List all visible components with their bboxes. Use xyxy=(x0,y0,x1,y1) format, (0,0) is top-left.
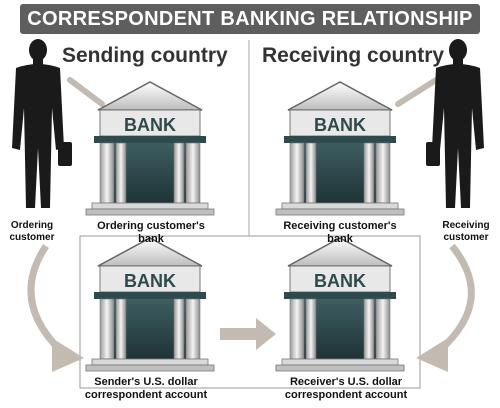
diagram-title: CORRESPONDENT BANKING RELATIONSHIP xyxy=(20,4,480,34)
receiving-customer-label: Receiving customer xyxy=(442,220,490,243)
receiving-customer-bank-icon xyxy=(275,81,405,216)
bank-label-3: BANK xyxy=(124,271,176,291)
sending-country-heading: Sending country xyxy=(62,44,228,67)
flow-arrow-middle xyxy=(220,328,258,340)
flow-arrow-down-left xyxy=(27,244,63,353)
ordering-customer-person-icon xyxy=(12,39,72,208)
correspondent-box xyxy=(79,235,421,389)
receiver-account-line2: correspondent account xyxy=(284,388,408,401)
receiver-correspondent-bank-icon xyxy=(275,237,405,372)
receiver-account-line1: Receiver's U.S. dollar xyxy=(289,376,403,388)
receiving-country-heading: Receiving country xyxy=(262,44,445,67)
bank-label-1: BANK xyxy=(124,115,176,135)
bank-label-2: BANK xyxy=(314,115,366,135)
bank-label-4: BANK xyxy=(314,271,366,291)
sender-account-caption: Sender's U.S. dollar correspondent accou… xyxy=(76,376,216,401)
receiver-account-caption: Receiver's U.S. dollar correspondent acc… xyxy=(276,376,416,401)
receiving-bank-caption: Receiving customer's bank xyxy=(283,220,397,245)
receiving-customer-person-icon xyxy=(426,39,484,208)
flow-arrowhead-left xyxy=(52,338,84,372)
ordering-customer-bank-icon xyxy=(85,81,215,216)
sending-pointer xyxy=(67,77,105,107)
flow-arrowhead-middle xyxy=(256,318,276,350)
sender-correspondent-bank-icon xyxy=(85,237,215,372)
ordering-customer-label: Ordering customer xyxy=(9,220,55,243)
sender-account-line1: Sender's U.S. dollar xyxy=(94,376,198,388)
ordering-bank-caption: Ordering customer's bank xyxy=(97,220,205,245)
receiving-pointer xyxy=(395,77,439,107)
flow-arrow-down-right xyxy=(437,243,475,353)
sender-account-line2: correspondent account xyxy=(84,388,208,401)
flow-arrowhead-right xyxy=(416,338,448,372)
